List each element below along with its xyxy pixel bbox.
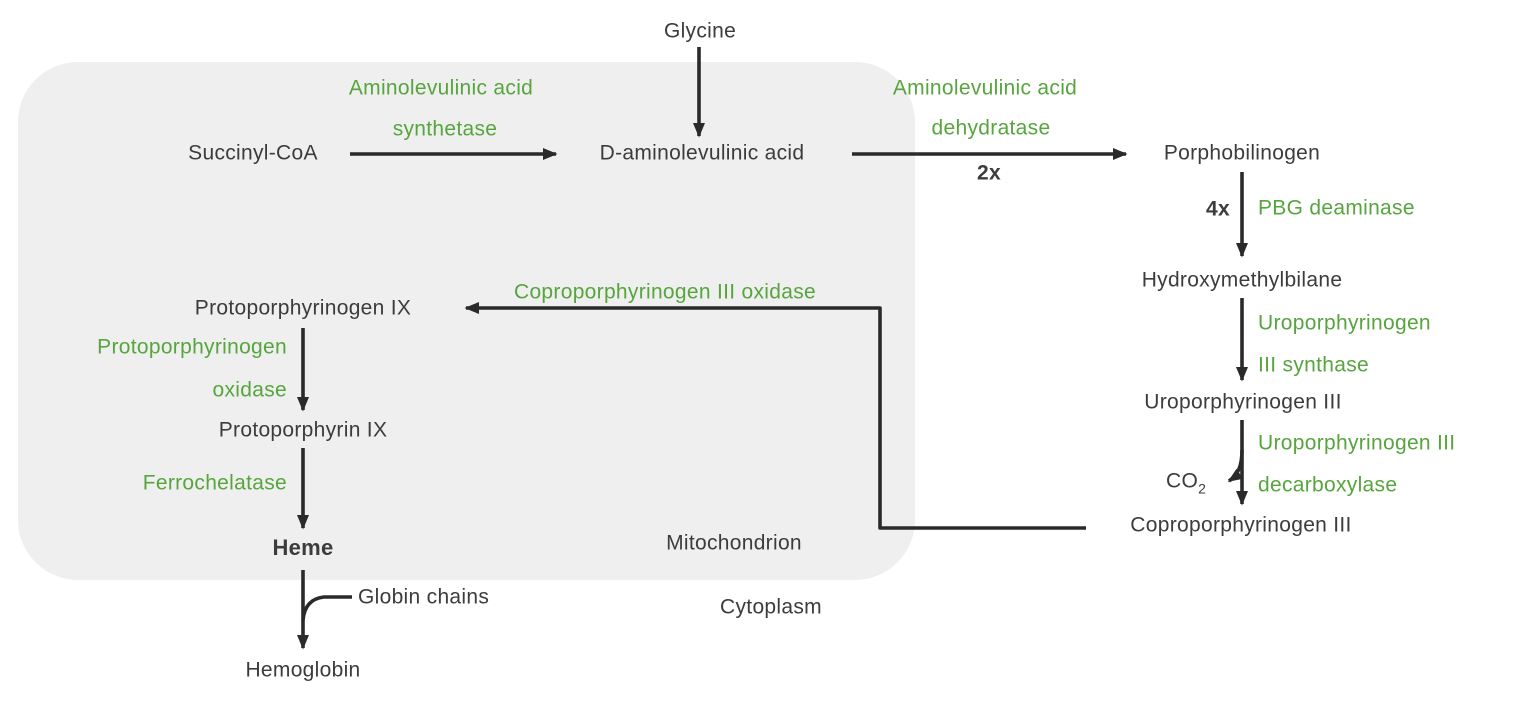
multiplier-2x: 2x [977,161,1001,185]
node-protoporphyrin-ix: Protoporphyrin IX [218,418,388,442]
enzyme-proto-oxidase-line2: oxidase [212,378,287,402]
enzyme-ala-synthetase-line1: Aminolevulinic acid [348,76,534,100]
node-globin-chains: Globin chains [358,585,490,609]
enzyme-uro-synthase-line1: Uroporphyrinogen [1258,311,1431,335]
enzyme-proto-oxidase-line1: Protoporphyrinogen [97,335,287,359]
globin-chains-merge-line [301,595,352,621]
label-mitochondrion: Mitochondrion [666,531,802,555]
node-coproporphyrinogen-iii: Coproporphyrinogen III [1130,513,1352,537]
enzyme-uro-synthase-line2: III synthase [1258,353,1369,377]
enzyme-ala-synthetase-line2: synthetase [392,117,498,141]
enzyme-pbg-deaminase: PBG deaminase [1258,196,1415,220]
label-cytoplasm: Cytoplasm [720,595,822,619]
node-hemoglobin: Hemoglobin [245,658,361,682]
node-porphobilinogen: Porphobilinogen [1163,141,1321,165]
enzyme-uro-decarboxylase-line2: decarboxylase [1258,473,1398,497]
co2-subscript: 2 [1198,480,1206,497]
enzyme-ferrochelatase: Ferrochelatase [142,471,287,495]
enzyme-uro-decarboxylase-line1: Uroporphyrinogen III [1258,431,1456,455]
node-heme: Heme [272,535,334,560]
node-protoporphyrinogen-ix: Protoporphyrinogen IX [194,296,412,320]
node-d-aminolevulinic-acid: D-aminolevulinic acid [599,141,805,165]
node-co2: CO2 [1166,471,1206,496]
enzyme-ala-dehydratase-line2: dehydratase [931,116,1051,140]
node-hydroxymethylbilane: Hydroxymethylbilane [1141,268,1343,292]
arrow-co2-branch [1227,449,1244,483]
multiplier-4x: 4x [1206,197,1230,221]
enzyme-copro-oxidase: Coproporphyrinogen III oxidase [513,280,817,304]
node-uroporphyrinogen-iii: Uroporphyrinogen III [1144,390,1342,414]
node-succinyl-coa: Succinyl-CoA [188,141,318,165]
co2-text: CO [1166,469,1199,493]
enzyme-ala-dehydratase-line1: Aminolevulinic acid [892,76,1078,100]
node-glycine: Glycine [663,19,737,43]
